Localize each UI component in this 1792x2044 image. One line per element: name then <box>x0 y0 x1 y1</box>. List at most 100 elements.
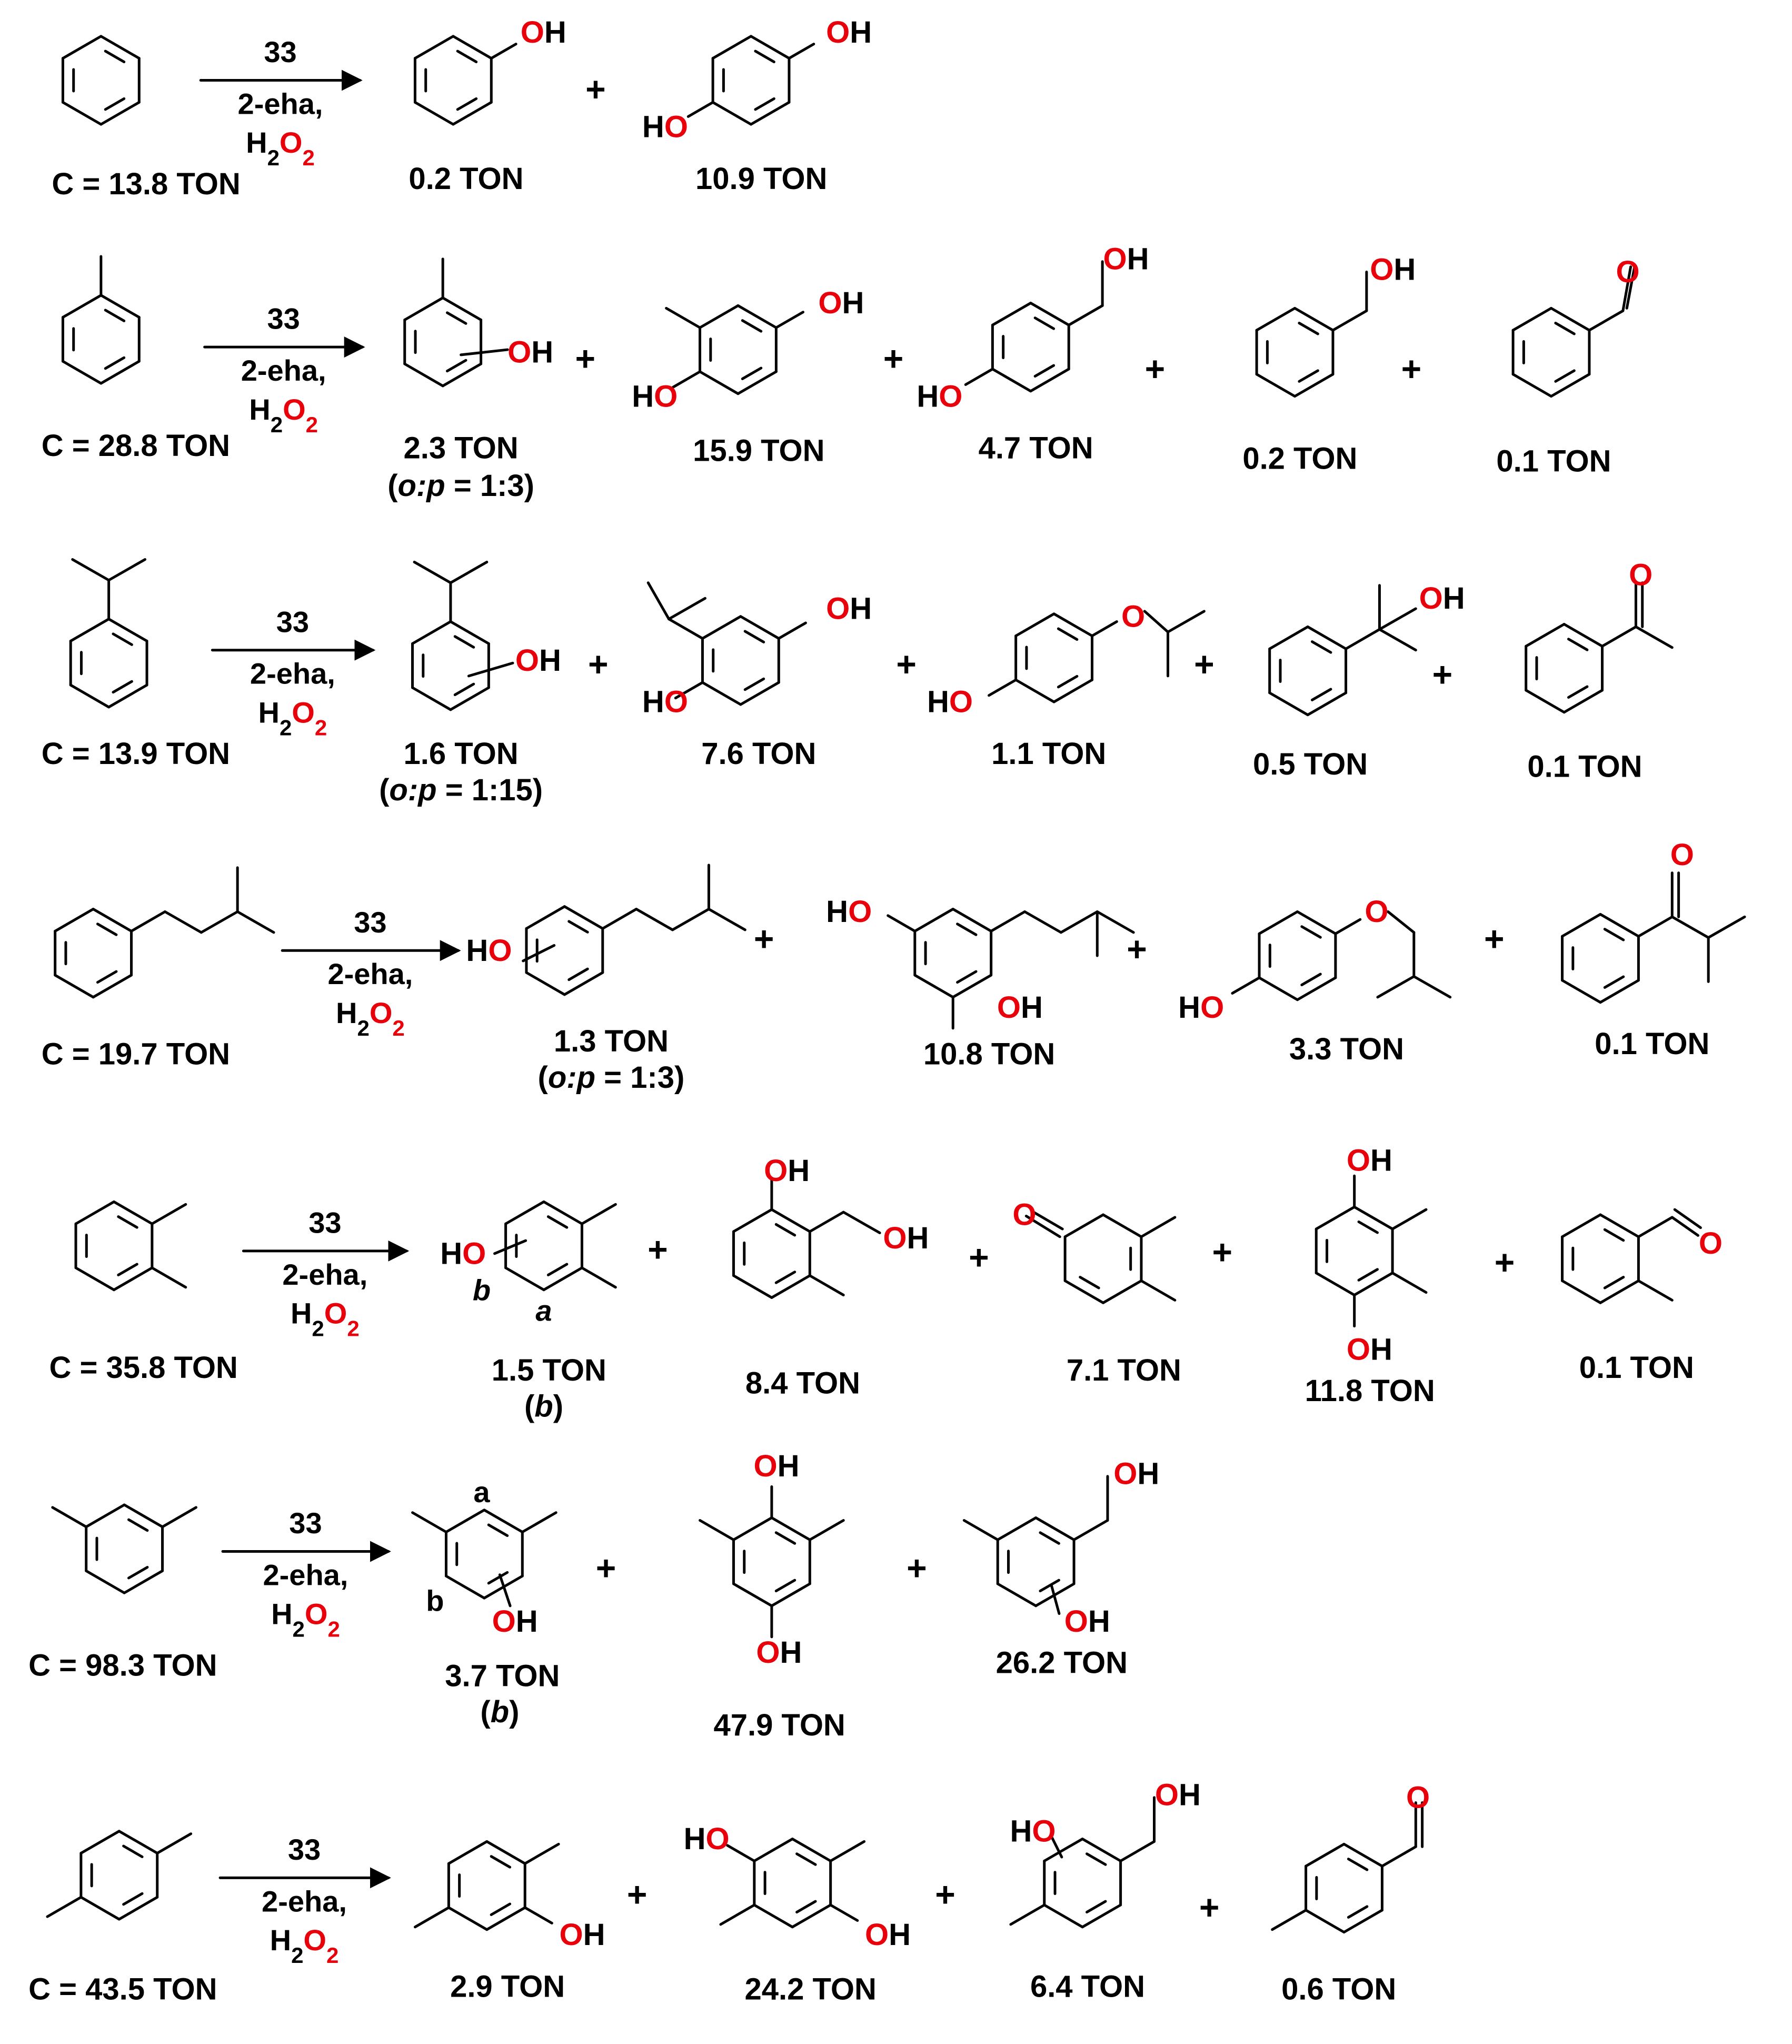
ton-value: 47.9 TON <box>713 1708 845 1742</box>
methyl-bond <box>413 560 452 584</box>
ring-bond <box>79 1896 121 1921</box>
substituent-bond <box>1119 1840 1156 1862</box>
ring-double-bond <box>1603 975 1625 989</box>
hydrogen-atom: H <box>516 1604 538 1639</box>
substituent-bond <box>130 910 166 932</box>
hydrogen-atom: H <box>583 1918 605 1952</box>
oxidant-sub: 2 <box>357 1016 370 1040</box>
hydrogen-atom: H <box>927 685 949 719</box>
catalyst-label: 33 <box>288 1833 321 1866</box>
ring-bond <box>1561 1279 1602 1304</box>
ring-double-bond <box>1347 1905 1369 1919</box>
catalyst-label: 33 <box>289 1506 322 1540</box>
oxygen-atom: O <box>1629 558 1652 592</box>
ratio-colon: : <box>408 773 418 807</box>
ring-bond <box>1052 612 1093 638</box>
substrate-ton: C = 35.8 TON <box>49 1351 237 1385</box>
ring-bond <box>99 35 141 60</box>
ratio-paren: ( <box>480 1695 491 1729</box>
oxygen-atom: O <box>826 592 850 626</box>
ring-bond <box>92 908 133 932</box>
ton-value: 0.6 TON <box>1281 1972 1396 2007</box>
substrate-ton: C = 43.5 TON <box>28 1972 217 2007</box>
ring-double-bond <box>104 97 126 111</box>
label: HO <box>917 379 962 413</box>
ring-bond <box>79 1830 121 1855</box>
position-a: a <box>473 1475 490 1509</box>
oxygen-atom: O <box>1670 838 1694 872</box>
ring-double-bond <box>127 1566 149 1580</box>
ring-bond <box>770 1274 811 1299</box>
ring-bond <box>69 683 111 709</box>
ring-bond <box>1599 1213 1640 1238</box>
ring-bond <box>112 1200 154 1225</box>
oxygen-atom: O <box>492 1604 516 1639</box>
hydrogen-atom: H <box>907 1221 929 1255</box>
additive-label: 2-eha, <box>262 1884 347 1918</box>
ratio-value: = 1:15 <box>437 773 533 807</box>
ring-double-bond <box>1298 369 1319 383</box>
ring-bond <box>85 1569 126 1594</box>
label: OH <box>1103 242 1149 276</box>
methyl-bond <box>1378 628 1417 652</box>
selectivity-ratio: (o:p = 1:3) <box>387 469 534 503</box>
ring-double-bond <box>774 1579 797 1593</box>
ring-bond <box>1511 373 1553 398</box>
oxygen-atom: O <box>753 1449 777 1483</box>
ton-value: 8.4 TON <box>745 1366 860 1400</box>
oxygen-atom: O <box>818 286 842 320</box>
oxygen-atom: O <box>560 1918 583 1952</box>
ring-bond <box>913 974 954 999</box>
ring-bond <box>447 1840 489 1865</box>
selectivity-ratio: (o:p = 1:3) <box>538 1060 685 1095</box>
oxidant-label: H2O2 <box>258 696 327 740</box>
ring-bond <box>123 1569 164 1594</box>
ton-value: 1.3 TON <box>554 1024 669 1058</box>
plus-sign: + <box>1212 1233 1233 1272</box>
position-b: b <box>473 1273 491 1306</box>
ring-bond <box>711 101 753 126</box>
plus-sign: + <box>627 1874 648 1913</box>
chain-bond <box>1412 975 1452 999</box>
plus-sign: + <box>627 1874 648 1913</box>
substrate-ton: C = 13.9 TON <box>42 737 230 771</box>
ring-bond <box>1315 1205 1356 1231</box>
ring-double-bond <box>795 1852 817 1866</box>
ton-value: 47.9 TON <box>713 1708 845 1742</box>
ton-value: 3.3 TON <box>1289 1032 1404 1066</box>
oxygen-atom: O <box>664 685 688 719</box>
ring-double-bond <box>1567 685 1589 699</box>
ring-bond <box>61 101 103 126</box>
substituent-bond <box>580 1203 617 1225</box>
ring-double-bond <box>487 1523 509 1537</box>
label: HO <box>1010 1814 1056 1848</box>
chain-bond <box>1096 910 1135 934</box>
ring-double-bond <box>104 49 126 64</box>
hydrogen-atom: H <box>684 1822 706 1856</box>
ring-double-bond <box>490 1855 512 1869</box>
hydrogen-atom: H <box>1010 1814 1032 1848</box>
additive-label: 2-eha, <box>263 1558 349 1591</box>
ring-double-bond <box>1357 1221 1379 1234</box>
ring-double-bond <box>122 1892 144 1906</box>
ring-bond <box>1293 373 1335 398</box>
ring-double-bond <box>1033 316 1056 330</box>
catalyst-label: 33 <box>264 35 296 68</box>
catalyst-label: 33 <box>288 1833 321 1866</box>
oxygen-atom: O <box>1699 1226 1723 1261</box>
substrate-ton: C = 13.9 TON <box>42 737 230 771</box>
plus-sign: + <box>1401 349 1422 388</box>
oxidant-label: H2O2 <box>291 1297 360 1341</box>
plus-sign: + <box>1432 655 1453 694</box>
ring-bond <box>1511 306 1553 332</box>
chain-bond <box>200 910 239 934</box>
ton-value: 4.7 TON <box>979 431 1093 465</box>
oxidant-o: O <box>292 696 315 729</box>
ring-bond <box>1014 678 1056 703</box>
ring-double-bond <box>1567 638 1589 651</box>
chain-bond <box>671 908 710 931</box>
ring-bond <box>1258 976 1299 1001</box>
substituent-bond <box>1072 1519 1109 1541</box>
additive-label: 2-eha, <box>238 87 323 120</box>
ring-bond <box>1268 625 1309 650</box>
